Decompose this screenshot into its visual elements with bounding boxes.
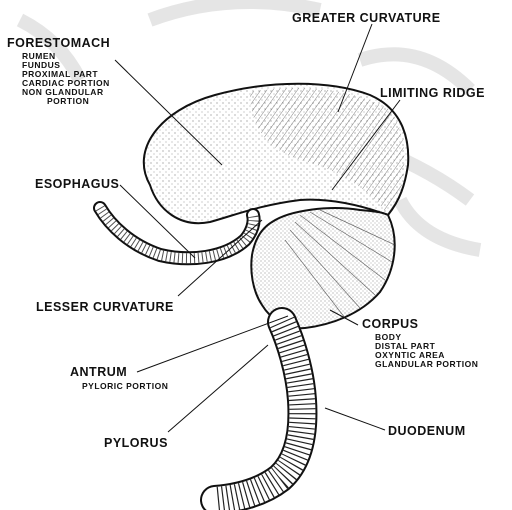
corpus-line: GLANDULAR PORTION [375,360,478,369]
forestomach-line: PORTION [7,97,109,106]
forestomach-details: RUMEN FUNDUS PROXIMAL PART CARDIAC PORTI… [7,52,109,106]
pylorus-label: PYLORUS [104,437,168,450]
antrum-sub: PYLORIC PORTION [70,382,168,391]
esophagus-label: ESOPHAGUS [35,178,119,191]
corpus-details: BODY DISTAL PART OXYNTIC AREA GLANDULAR … [362,333,478,369]
antrum-title: ANTRUM [70,366,168,379]
limiting-ridge-label: LIMITING RIDGE [380,87,485,100]
corpus-title: CORPUS [362,318,478,331]
corpus-label-group: CORPUS BODY DISTAL PART OXYNTIC AREA GLA… [362,318,478,369]
forestomach-label-group: FORESTOMACH RUMEN FUNDUS PROXIMAL PART C… [7,37,110,106]
greater-curvature-label: GREATER CURVATURE [292,12,441,25]
duodenum-label: DUODENUM [388,425,466,438]
forestomach-title: FORESTOMACH [7,37,110,50]
lesser-curvature-label: LESSER CURVATURE [36,301,174,314]
antrum-label-group: ANTRUM PYLORIC PORTION [70,366,168,391]
